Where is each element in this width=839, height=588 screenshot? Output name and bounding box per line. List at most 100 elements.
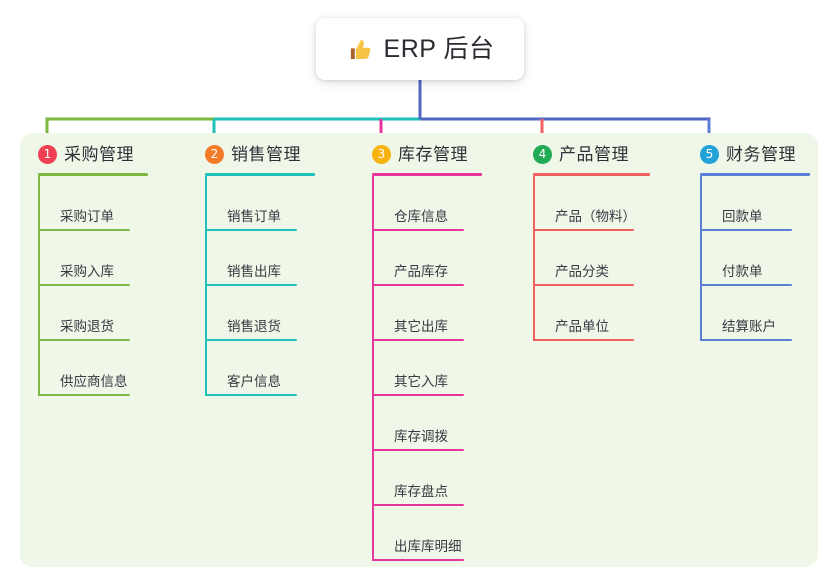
branch-item-underline: [700, 229, 792, 231]
branch-item-label: 结算账户: [722, 318, 776, 334]
branch-item[interactable]: 库存调拨: [372, 396, 482, 451]
branch-item[interactable]: 采购订单: [38, 176, 148, 231]
branch-spine: [700, 176, 702, 341]
branch-title: 财务管理: [726, 144, 796, 164]
branch-item-label: 供应商信息: [60, 373, 128, 389]
branch-item[interactable]: 结算账户: [700, 286, 810, 341]
branch-items: 采购订单采购入库采购退货供应商信息: [38, 176, 148, 396]
branch-item-label: 其它出库: [394, 318, 448, 334]
branch-title: 销售管理: [231, 144, 301, 164]
branch-item[interactable]: 产品（物料）: [533, 176, 650, 231]
branch-spine: [205, 176, 207, 396]
branch-item-underline: [38, 229, 130, 231]
branch-underline: [372, 173, 482, 176]
branch-item-underline: [533, 284, 634, 286]
branch-item-label: 出库库明细: [394, 538, 462, 554]
branch-underline: [700, 173, 810, 176]
branch-item[interactable]: 客户信息: [205, 341, 315, 396]
branch-item-underline: [372, 449, 464, 451]
branch-items: 销售订单销售出库销售退货客户信息: [205, 176, 315, 396]
branch-spine: [372, 176, 374, 561]
branch-title: 产品管理: [559, 144, 629, 164]
branch-item-label: 采购入库: [60, 263, 114, 279]
branch-item-underline: [205, 284, 297, 286]
branch-item-underline: [372, 504, 464, 506]
branch-item-label: 产品（物料）: [555, 208, 636, 224]
branch-item-label: 库存调拨: [394, 428, 448, 444]
root-node[interactable]: ERP 后台: [316, 18, 524, 80]
branch-column: 3 库存管理仓库信息产品库存其它出库其它入库库存调拨库存盘点出库库明细: [372, 141, 482, 561]
branch-item-underline: [533, 339, 634, 341]
branch-column: 4 产品管理产品（物料） 产品分类产品单位: [533, 141, 650, 341]
branch-item-underline: [38, 339, 130, 341]
thumbs-up-icon: [350, 39, 370, 59]
branch-spine: [533, 176, 535, 341]
branch-number-badge: 5: [700, 144, 719, 164]
branch-underline: [38, 173, 148, 176]
branch-item-label: 产品分类: [555, 263, 609, 279]
branch-title: 采购管理: [64, 144, 134, 164]
branch-underline: [533, 173, 650, 176]
branch-underline: [205, 173, 315, 176]
branch-item[interactable]: 其它出库: [372, 286, 482, 341]
branch-item[interactable]: 采购入库: [38, 231, 148, 286]
branch-number-badge: 2: [205, 144, 224, 164]
branch-spine: [38, 176, 40, 396]
branch-header[interactable]: 3 库存管理: [372, 141, 482, 167]
branch-item-label: 采购订单: [60, 208, 114, 224]
branch-header[interactable]: 4 产品管理: [533, 141, 650, 167]
branch-item-underline: [372, 229, 464, 231]
branch-item-label: 付款单: [722, 263, 763, 279]
branch-item-underline: [372, 559, 464, 561]
branch-column: 1 采购管理采购订单采购入库采购退货供应商信息: [38, 141, 148, 396]
branch-item[interactable]: 库存盘点: [372, 451, 482, 506]
branch-item-label: 销售出库: [227, 263, 281, 279]
branch-header[interactable]: 5 财务管理: [700, 141, 810, 167]
branch-item[interactable]: 供应商信息: [38, 341, 148, 396]
branch-number-badge: 3: [372, 144, 391, 164]
branch-item[interactable]: 回款单: [700, 176, 810, 231]
branch-item-underline: [700, 284, 792, 286]
branch-number-badge: 1: [38, 144, 57, 164]
branch-number-badge: 4: [533, 144, 552, 164]
branch-item-label: 产品单位: [555, 318, 609, 334]
root-title: ERP 后台: [383, 34, 495, 63]
branch-item-label: 销售退货: [227, 318, 281, 334]
branch-item-label: 回款单: [722, 208, 763, 224]
branch-item-underline: [372, 394, 464, 396]
branch-item[interactable]: 采购退货: [38, 286, 148, 341]
branch-item-label: 产品库存: [394, 263, 448, 279]
branch-item[interactable]: 付款单: [700, 231, 810, 286]
branch-item[interactable]: 销售退货: [205, 286, 315, 341]
branch-item-underline: [205, 394, 297, 396]
branch-item[interactable]: 仓库信息: [372, 176, 482, 231]
branch-item[interactable]: 产品单位: [533, 286, 650, 341]
branch-items: 产品（物料） 产品分类产品单位: [533, 176, 650, 341]
branch-item-underline: [205, 229, 297, 231]
branch-item-underline: [38, 284, 130, 286]
branch-item-underline: [205, 339, 297, 341]
branch-item[interactable]: 销售订单: [205, 176, 315, 231]
branch-item-label: 仓库信息: [394, 208, 448, 224]
branch-item-label: 客户信息: [227, 373, 281, 389]
branch-item[interactable]: 其它入库: [372, 341, 482, 396]
branch-item-label: 采购退货: [60, 318, 114, 334]
branch-item-label: 销售订单: [227, 208, 281, 224]
branch-title: 库存管理: [398, 144, 468, 164]
branch-item-label: 库存盘点: [394, 483, 448, 499]
branch-item-underline: [372, 284, 464, 286]
branch-item-underline: [533, 229, 634, 231]
branch-item-underline: [372, 339, 464, 341]
branch-item[interactable]: 出库库明细: [372, 506, 482, 561]
branch-item-underline: [38, 394, 130, 396]
branch-header[interactable]: 2 销售管理: [205, 141, 315, 167]
branch-header[interactable]: 1 采购管理: [38, 141, 148, 167]
branch-item-underline: [700, 339, 792, 341]
branch-column: 2 销售管理销售订单销售出库销售退货客户信息: [205, 141, 315, 396]
branch-items: 仓库信息产品库存其它出库其它入库库存调拨库存盘点出库库明细: [372, 176, 482, 561]
branch-item[interactable]: 销售出库: [205, 231, 315, 286]
branch-item[interactable]: 产品分类: [533, 231, 650, 286]
branch-item[interactable]: 产品库存: [372, 231, 482, 286]
branches-panel: [20, 133, 818, 567]
